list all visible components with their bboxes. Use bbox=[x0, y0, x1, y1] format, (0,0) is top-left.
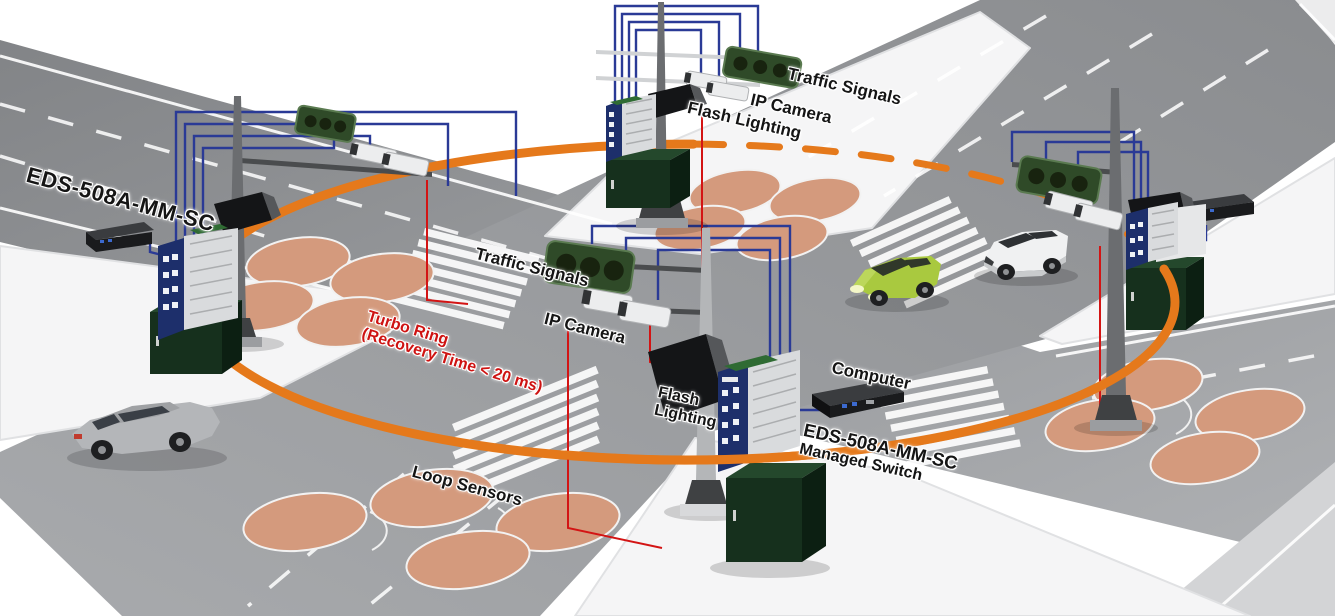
loop-sensor bbox=[369, 467, 495, 529]
far-lane-line bbox=[1209, 503, 1335, 616]
managed-switch-device bbox=[606, 94, 656, 162]
ip-camera-device bbox=[1073, 202, 1124, 231]
east-pole-node bbox=[1012, 88, 1254, 436]
south-pole-node bbox=[542, 228, 904, 578]
mast-arm bbox=[240, 158, 432, 177]
loop-sensor bbox=[405, 529, 531, 591]
traffic-signal-device bbox=[542, 240, 636, 294]
control-cabinet bbox=[606, 149, 690, 208]
flash-light-device bbox=[214, 192, 281, 234]
north-pole-node bbox=[596, 2, 803, 235]
managed-switch-device bbox=[158, 224, 238, 340]
loop-sensor bbox=[242, 491, 368, 553]
turbo-ring-dashed-arc bbox=[690, 140, 1162, 265]
ip-camera-device bbox=[617, 299, 672, 329]
turbo-ring-front-segment bbox=[1081, 264, 1180, 398]
loop-sensor-group-west bbox=[209, 236, 435, 348]
crosswalk-west bbox=[388, 228, 540, 330]
car-green-compact bbox=[845, 256, 949, 312]
managed-switch-device bbox=[718, 350, 800, 472]
control-cabinet bbox=[726, 463, 826, 562]
far-road-wedge bbox=[1150, 462, 1335, 616]
computer-device bbox=[812, 380, 904, 418]
traffic-signal-device bbox=[722, 45, 803, 89]
traffic-signal-device bbox=[1015, 155, 1103, 205]
computer-device bbox=[86, 222, 154, 252]
car-white-suv bbox=[974, 230, 1078, 286]
loop-sensor bbox=[1149, 430, 1261, 486]
flash-light-device bbox=[648, 84, 707, 118]
loop-sensor-group-south bbox=[242, 467, 621, 591]
traffic-signal-device bbox=[294, 104, 357, 143]
ip-camera-device bbox=[381, 151, 430, 177]
loop-sensor bbox=[295, 296, 401, 348]
traffic-pole bbox=[1106, 88, 1126, 395]
pole-base bbox=[1094, 395, 1138, 424]
ip-camera-device bbox=[705, 80, 750, 102]
managed-switch-device bbox=[1126, 202, 1206, 270]
turbo-ring-front-segment bbox=[561, 449, 825, 465]
pole-base bbox=[684, 480, 728, 508]
loop-sensor bbox=[495, 491, 621, 553]
car-silver-hatchback bbox=[67, 402, 227, 471]
west-pole-node bbox=[86, 96, 432, 374]
